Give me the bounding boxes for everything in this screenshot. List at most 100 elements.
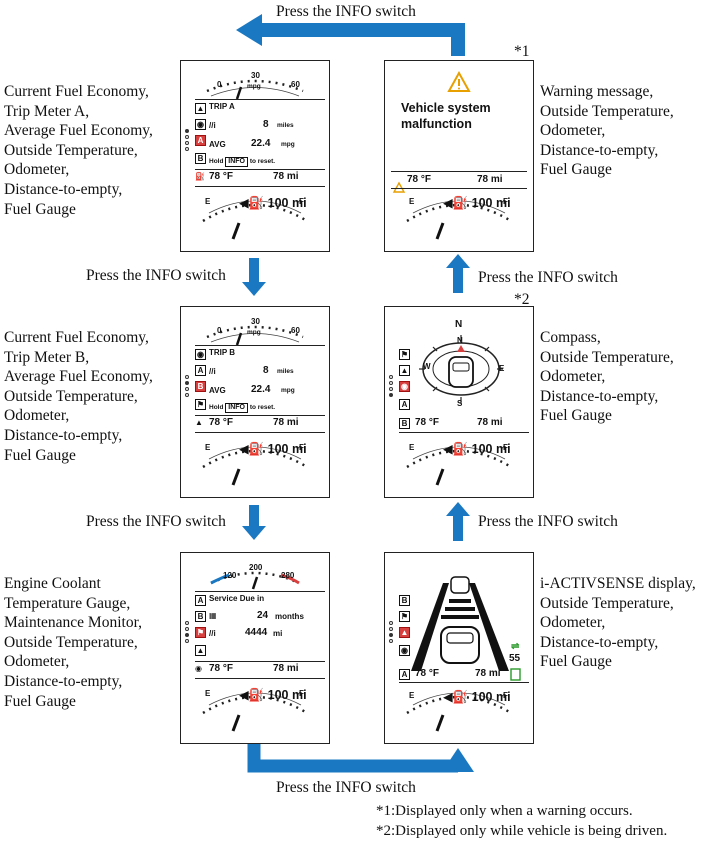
nav-icon-1: ⚑ (399, 349, 410, 360)
nav-icon-1: ▲ (195, 103, 206, 114)
warning-line-1: Vehicle system (401, 101, 491, 115)
lead-car-icon (450, 576, 470, 594)
fuel-icon: ⛽ (195, 172, 205, 181)
nav-icon-a: A (195, 365, 206, 376)
trip-title: TRIP B (209, 348, 236, 357)
fuel-f: F (299, 197, 304, 206)
nav-icon-b: B (399, 418, 410, 429)
mark-1: *1 (514, 43, 530, 60)
odometer: 78 mi (273, 171, 299, 182)
hold-text: Hold INFO to reset. (209, 157, 276, 167)
fuel-f: F (503, 691, 508, 700)
months-value: 24 (257, 610, 269, 621)
nav-icon-5: ◉ (195, 664, 202, 673)
nav-icon-service-selected: ⚑ (195, 627, 206, 638)
right-up-arrow-2-head (446, 502, 470, 516)
nav-icon-a-selected: A (195, 135, 206, 146)
panel-trip-a: 0 30 60 mpg TRIP A //i 8 miles AVG 22.4 … (180, 60, 330, 252)
dte: ◀⛽ 100 mi (443, 690, 511, 704)
avg-value: 22.4 (251, 384, 271, 395)
gauge-unit: mpg (247, 329, 261, 336)
top-flow-label: Press the INFO switch (276, 3, 416, 20)
odometer: 78 mi (273, 663, 299, 674)
trip-value: 8 (263, 365, 269, 376)
odometer: 78 mi (477, 417, 503, 428)
fuel-e: E (409, 197, 415, 206)
lane-right (469, 583, 509, 671)
nav-icon-b-selected: B (195, 381, 206, 392)
temp: 78 °F (415, 668, 440, 679)
left-down-arrow-1-head (242, 282, 266, 296)
desc-trip-b: Current Fuel Economy, Trip Meter B, Aver… (4, 329, 153, 464)
footnote-2: *2:Displayed only while vehicle is being… (376, 823, 668, 839)
trip-b-gauges (202, 325, 308, 486)
service-title: Service Due in (209, 594, 265, 603)
nav-icon-2: ⚑ (399, 611, 410, 622)
bottom-flow-label: Press the INFO switch (276, 779, 416, 796)
nav-icon-4: ◉ (399, 645, 410, 656)
temp: 78 °F (415, 417, 440, 428)
left-flow-label-1: Press the INFO switch (86, 267, 226, 284)
left-down-arrow-1-shaft (249, 258, 259, 284)
green-status-icon (510, 668, 521, 681)
temp: 78 °F (407, 174, 432, 185)
car-top-icon (448, 356, 474, 388)
trip-unit: miles (277, 122, 294, 129)
gauge-label-0: 0 (217, 326, 222, 335)
compass-n-ring: N (457, 336, 463, 345)
fuel-e: E (205, 689, 211, 698)
nav-icon-b: B (195, 153, 206, 164)
compass-s: S (457, 399, 463, 408)
panel-compass: N N W E S ⚑ ▲ ◉ A B 78 °F 78 mi E F ◀⛽ 1… (384, 306, 534, 498)
left-down-arrow-2-shaft (249, 505, 259, 529)
warning-triangle-icon (447, 70, 471, 92)
nav-icon-b: B (195, 611, 206, 622)
right-flow-label-1: Press the INFO switch (478, 269, 618, 286)
fuel-e: E (205, 443, 211, 452)
trip-icon: //i (209, 367, 216, 376)
miles-unit: mi (273, 629, 283, 638)
nav-icon-2: ▲ (399, 365, 410, 376)
gauge-label-120: 120 (223, 571, 237, 580)
heading-marker-icon (457, 345, 465, 352)
dte: ◀⛽ 100 mi (239, 688, 307, 702)
gauge-label-280: 280 (281, 571, 295, 580)
page-dots (185, 129, 190, 153)
desc-activsense: i-ACTIVSENSE display, Outside Temperatur… (540, 575, 696, 671)
nav-icon-a: A (399, 399, 410, 410)
nav-icon-5: ▲ (195, 418, 203, 427)
odometer: 78 mi (273, 417, 299, 428)
info-key: INFO (225, 403, 248, 413)
compass-e: E (499, 364, 505, 373)
fuel-f: F (299, 443, 304, 452)
distance-bars (441, 599, 479, 619)
hold-text: Hold INFO to reset. (209, 403, 276, 413)
panel-trip-b: 0 30 60 mpg TRIP B //i 8 miles AVG 22.4 … (180, 306, 330, 498)
gauge-label-60: 60 (291, 326, 300, 335)
nav-icon-2: ◉ (195, 119, 206, 130)
set-speed: 55 (509, 653, 521, 664)
dte: ◀⛽ 100 mi (443, 196, 511, 210)
page-dots (185, 621, 190, 645)
nav-icon-b: B (399, 595, 410, 606)
dte: ◀⛽ 100 mi (239, 442, 307, 456)
right-up-arrow-1-head (446, 254, 470, 268)
fuel-e: E (205, 197, 211, 206)
temp: 78 °F (209, 171, 234, 182)
top-arrow (262, 23, 465, 56)
panel-warning: Vehicle system malfunction 78 °F 78 mi E… (384, 60, 534, 252)
nav-icon-1: ◉ (195, 349, 206, 360)
lane-left (411, 583, 449, 671)
avg-value: 22.4 (251, 138, 271, 149)
fuel-e: E (409, 691, 415, 700)
right-up-arrow-1-shaft (453, 267, 463, 293)
desc-trip-a: Current Fuel Economy, Trip Meter A, Aver… (4, 83, 153, 218)
temp: 78 °F (209, 663, 234, 674)
nav-icon-activsense-selected: ▲ (399, 627, 410, 638)
gauge-unit: mpg (247, 83, 261, 90)
compass-w: W (423, 362, 431, 371)
trip-unit: miles (277, 368, 294, 375)
trip-title: TRIP A (209, 102, 235, 111)
warning-small-icon (392, 181, 406, 193)
